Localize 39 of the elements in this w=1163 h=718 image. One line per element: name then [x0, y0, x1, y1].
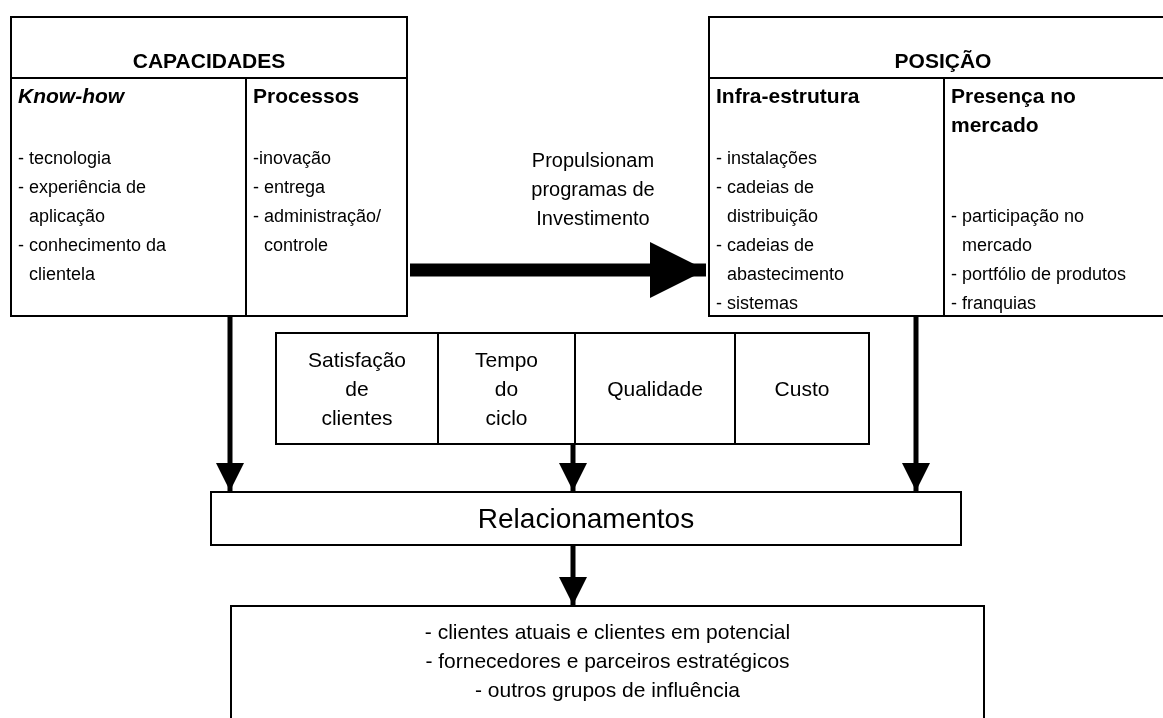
list-item: - instalações — [716, 147, 819, 170]
list-item: - sistemas — [716, 292, 799, 315]
list-item: - entrega — [253, 176, 327, 199]
list-item: - conhecimento da clientela — [18, 234, 168, 286]
group-box — [708, 16, 1163, 317]
arrow — [410, 242, 706, 298]
column-heading: Know-how — [18, 83, 126, 109]
column — [245, 77, 408, 317]
list-item: -inovação — [253, 147, 333, 170]
list-item: - outros grupos de influência — [474, 677, 741, 703]
list-item: - fornecedores e parceiros estratégicos — [424, 648, 791, 674]
group-heading: POSIÇÃO — [893, 48, 993, 74]
arrow — [559, 546, 587, 605]
arrow — [559, 445, 587, 491]
outcome-box — [230, 605, 985, 718]
list-item: - tecnologia — [18, 147, 113, 170]
metric-label: Satisfação de clientes — [307, 347, 407, 431]
column — [943, 77, 1163, 317]
arrow — [902, 317, 930, 491]
list-item: - portfólio de produtos — [951, 263, 1128, 286]
list-item: - cadeias de abastecimento — [716, 234, 846, 286]
list-item: - cadeias de distribuição — [716, 176, 820, 228]
list-item: - administração/ controle — [253, 205, 383, 257]
process-box — [210, 491, 962, 546]
metric-label: Qualidade — [607, 376, 703, 402]
list-item: - clientes atuais e clientes em potencial — [423, 619, 792, 645]
column-heading: Presença no mercado — [951, 83, 1077, 138]
group-box — [10, 16, 408, 317]
box-label: Relacionamentos — [476, 503, 696, 535]
group-heading: CAPACIDADES — [131, 48, 287, 74]
list-item: - experiência de aplicação — [18, 176, 148, 228]
list-item: - franquias — [951, 292, 1038, 315]
metric-label: Custo — [774, 376, 830, 402]
metric-label: Tempo do ciclo — [475, 347, 538, 431]
column-heading: Infra-estrutura — [716, 83, 861, 109]
metrics-band — [275, 332, 870, 445]
list-item: - participação no mercado — [951, 205, 1086, 257]
column-heading: Processos — [253, 83, 361, 109]
arrow — [216, 317, 244, 491]
